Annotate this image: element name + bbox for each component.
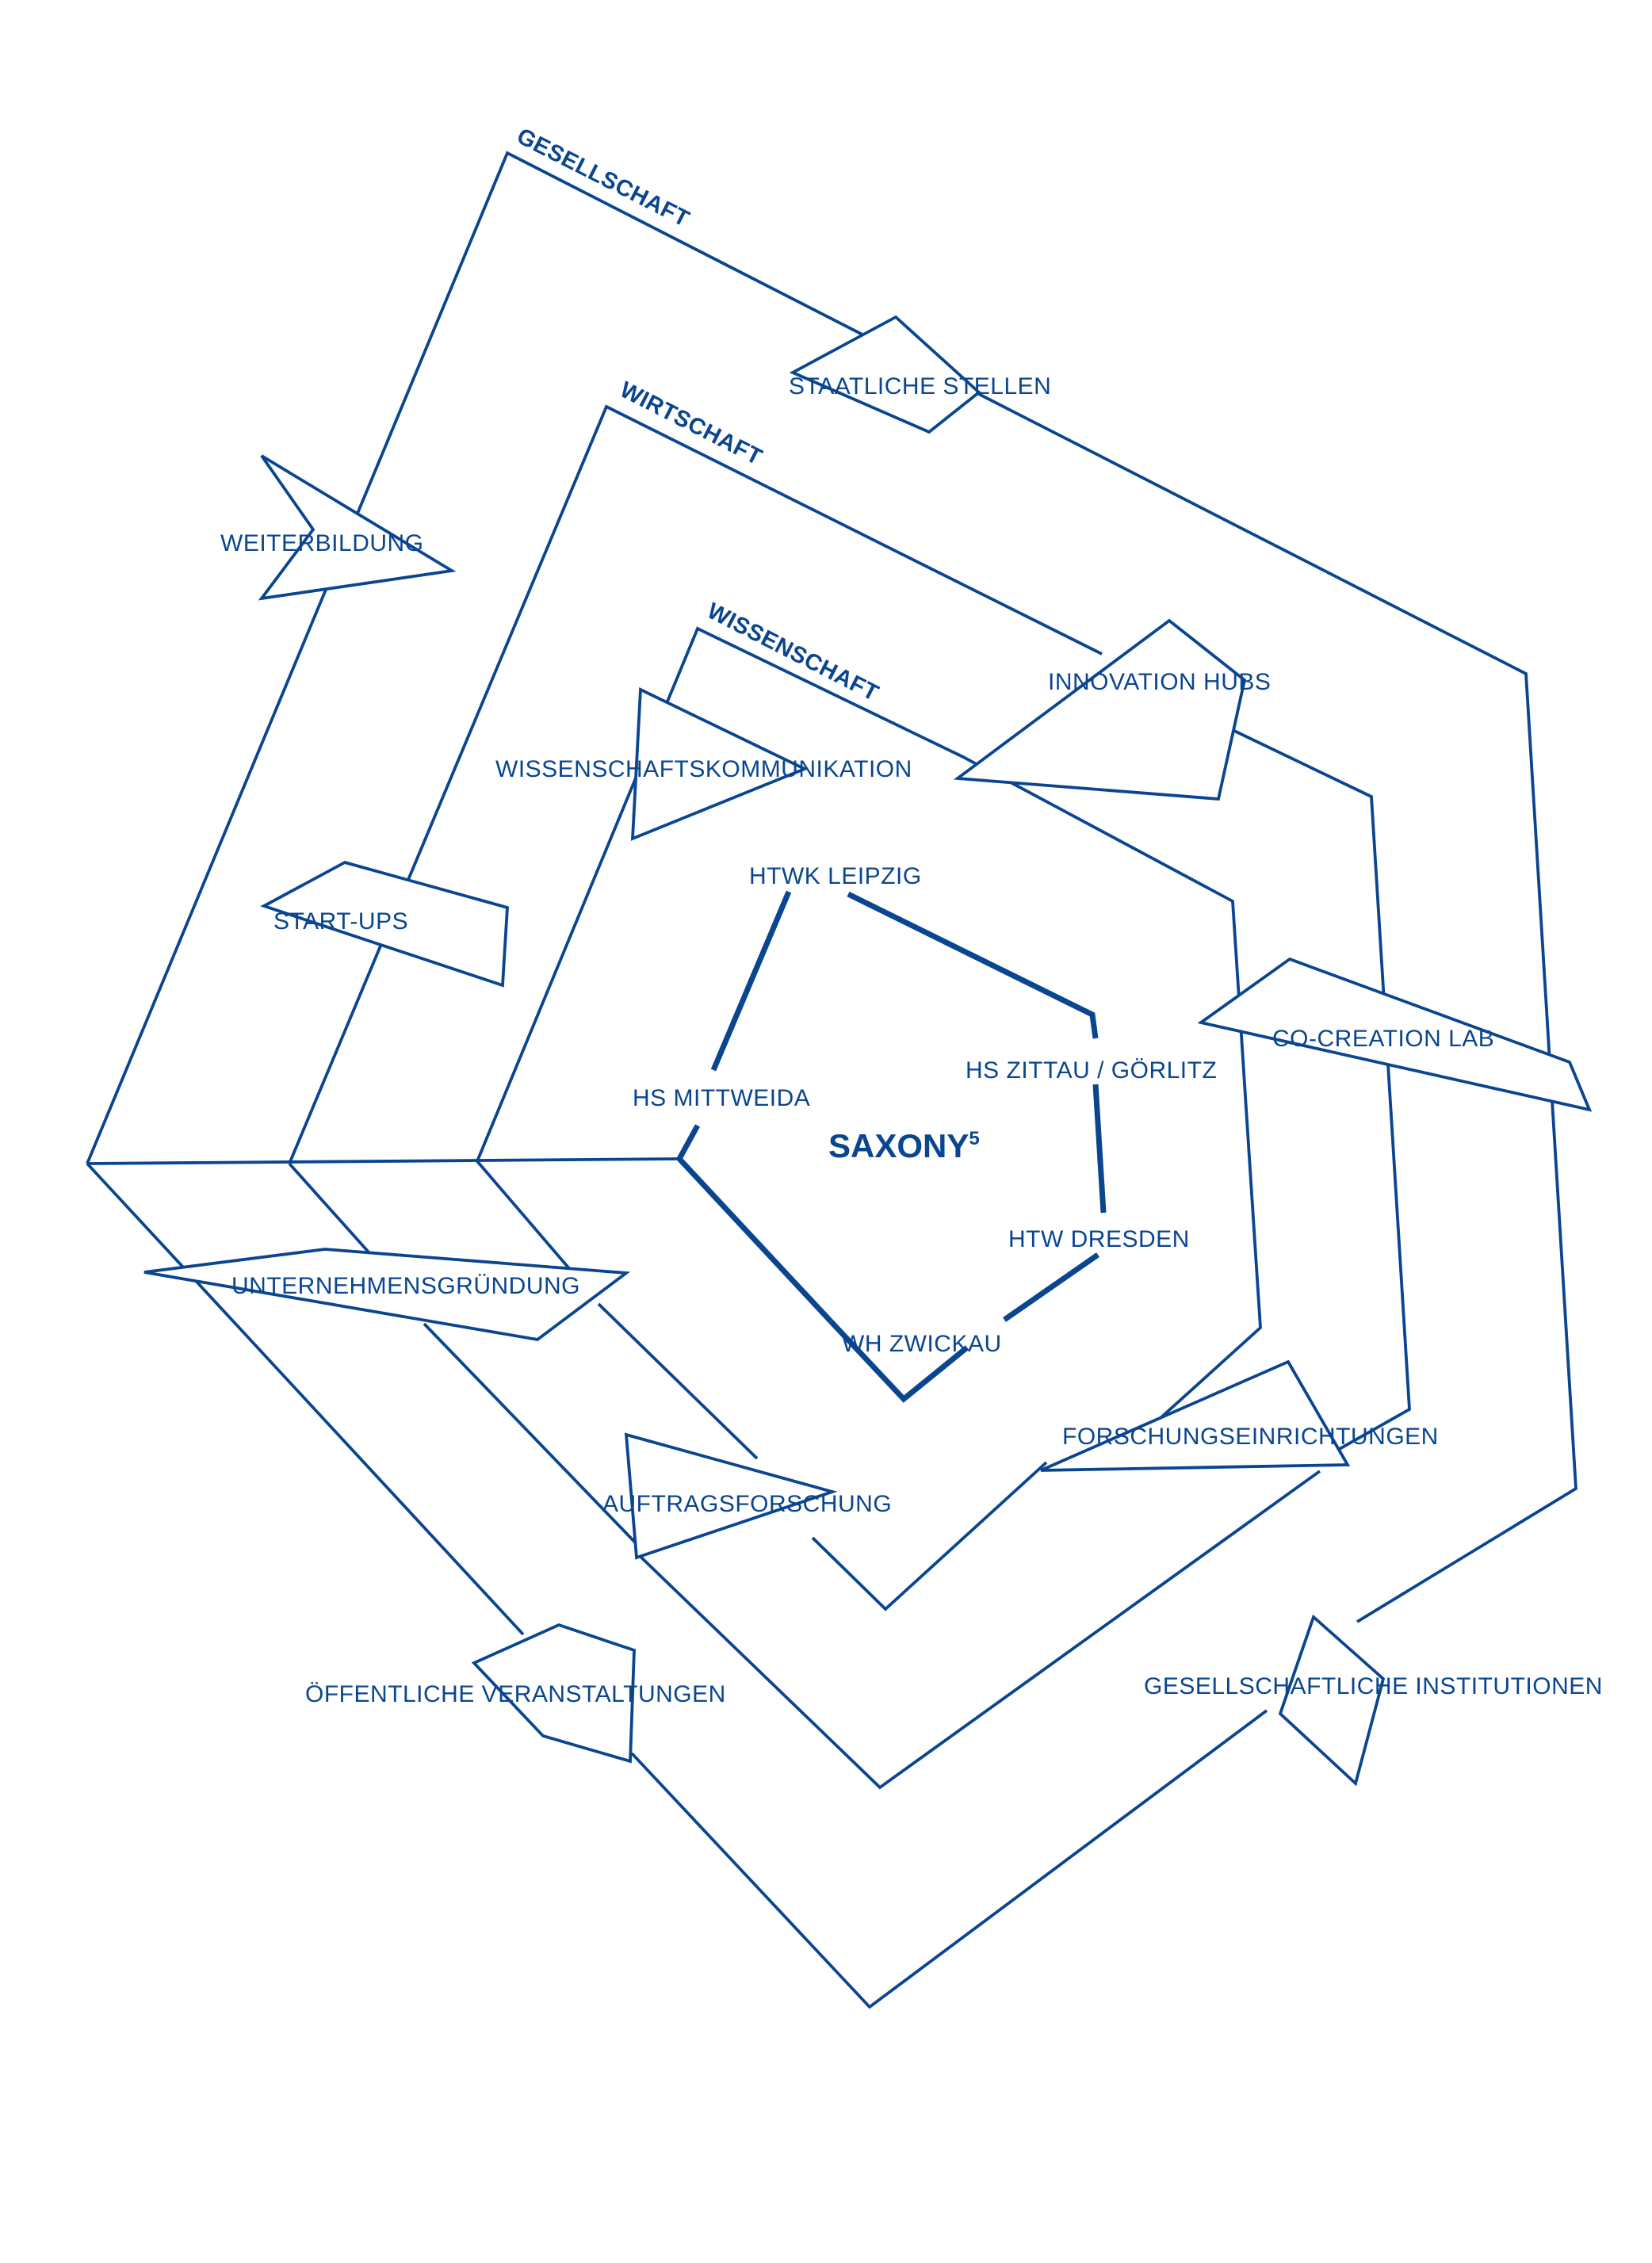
shape-oeffentliche-veranstaltungen xyxy=(471,1623,636,1764)
ring-paths xyxy=(86,151,1577,2009)
label-hs-zittau: HS ZITTAU / GÖRLITZ xyxy=(966,1057,1217,1084)
label-oeffentliche-veranstaltungen: ÖFFENTLICHE VERANSTALTUNGEN xyxy=(305,1681,726,1707)
center-title-main: SAXONY xyxy=(828,1127,969,1164)
label-wh-zwickau: WH ZWICKAU xyxy=(842,1331,1002,1357)
node-labels: STAATLICHE STELLEN WEITERBILDUNG INNOVAT… xyxy=(220,373,1603,1707)
inner-ring-bottom2-path xyxy=(811,1461,1048,1611)
shape-unternehmensgruendung xyxy=(143,1248,631,1342)
middle-ring-right-path xyxy=(1233,729,1411,1465)
core-link-leipzig-zittau xyxy=(847,891,1099,1039)
label-start-ups: START-UPS xyxy=(273,908,408,935)
inner-ring-lower-path xyxy=(476,1160,574,1274)
shape-innovation-hubs xyxy=(953,618,1247,801)
core-link-zittau-dresden xyxy=(1092,1084,1107,1214)
shape-staatliche-stellen xyxy=(789,315,981,434)
core-link-mittweida-base xyxy=(676,1124,701,1160)
base-line xyxy=(86,1157,680,1165)
ring-title-gesellschaft: GESELLSCHAFT xyxy=(513,124,694,232)
label-wissenschaftskommunikation: WISSENSCHAFTSKOMMUNIKATION xyxy=(495,756,912,782)
middle-ring-bottom-path xyxy=(423,1322,644,1551)
center-title-superscript: 5 xyxy=(969,1128,979,1149)
ring-titles: GESELLSCHAFT WIRTSCHAFT WISSENSCHAFT xyxy=(513,124,883,707)
label-forschungseinrichtungen: FORSCHUNGSEINRICHTUNGEN xyxy=(1062,1424,1439,1450)
outer-ring-lower-path xyxy=(86,1162,525,1636)
shape-gesellschaftliche-institutionen xyxy=(1278,1614,1386,1787)
ring-title-wissenschaft: WISSENSCHAFT xyxy=(703,598,883,707)
shape-start-ups xyxy=(260,860,509,988)
label-unternehmensgruendung: UNTERNEHMENSGRÜNDUNG xyxy=(231,1273,580,1299)
outer-ring-bottom-path xyxy=(630,1709,1268,2009)
label-staatliche-stellen: STAATLICHE STELLEN xyxy=(789,373,1051,399)
middle-ring-bottom2-path xyxy=(637,1470,1321,1790)
label-htwk-leipzig: HTWK LEIPZIG xyxy=(749,863,922,889)
shape-co-creation-lab xyxy=(1197,957,1593,1112)
label-hs-mittweida: HS MITTWEIDA xyxy=(633,1085,810,1111)
label-auftragsforschung: AUFTRAGSFORSCHUNG xyxy=(602,1491,892,1517)
center-title: SAXONY5 xyxy=(828,1127,980,1164)
shape-weiterbildung xyxy=(258,454,457,601)
node-shapes xyxy=(143,315,1593,1787)
label-innovation-hubs: INNOVATION HUBS xyxy=(1048,669,1271,695)
label-gesellschaftliche-institutionen: GESELLSCHAFTLICHE INSTITUTIONEN xyxy=(1144,1673,1603,1699)
middle-ring-lower-path xyxy=(288,1162,373,1256)
label-htw-dresden: HTW DRESDEN xyxy=(1008,1226,1190,1252)
inner-ring-bottom-path xyxy=(597,1302,759,1460)
core-link-dresden-zwickau xyxy=(1003,1252,1099,1322)
university-labels: HTWK LEIPZIG HS ZITTAU / GÖRLITZ HTW DRE… xyxy=(633,863,1217,1357)
shape-wissenschaftskommunikation xyxy=(630,687,809,841)
shape-forschungseinrichtungen xyxy=(1040,1359,1351,1472)
core-link-mittweida-zwickau xyxy=(677,1156,833,1324)
core-link-zwickau-tail xyxy=(828,1319,969,1403)
outer-ring-path xyxy=(86,151,1577,1623)
core-link-leipzig-mittweida xyxy=(710,890,792,1072)
shape-auftragsforschung xyxy=(624,1432,838,1560)
label-weiterbildung: WEITERBILDUNG xyxy=(220,530,424,556)
label-co-creation-lab: CO-CREATION LAB xyxy=(1272,1026,1494,1052)
